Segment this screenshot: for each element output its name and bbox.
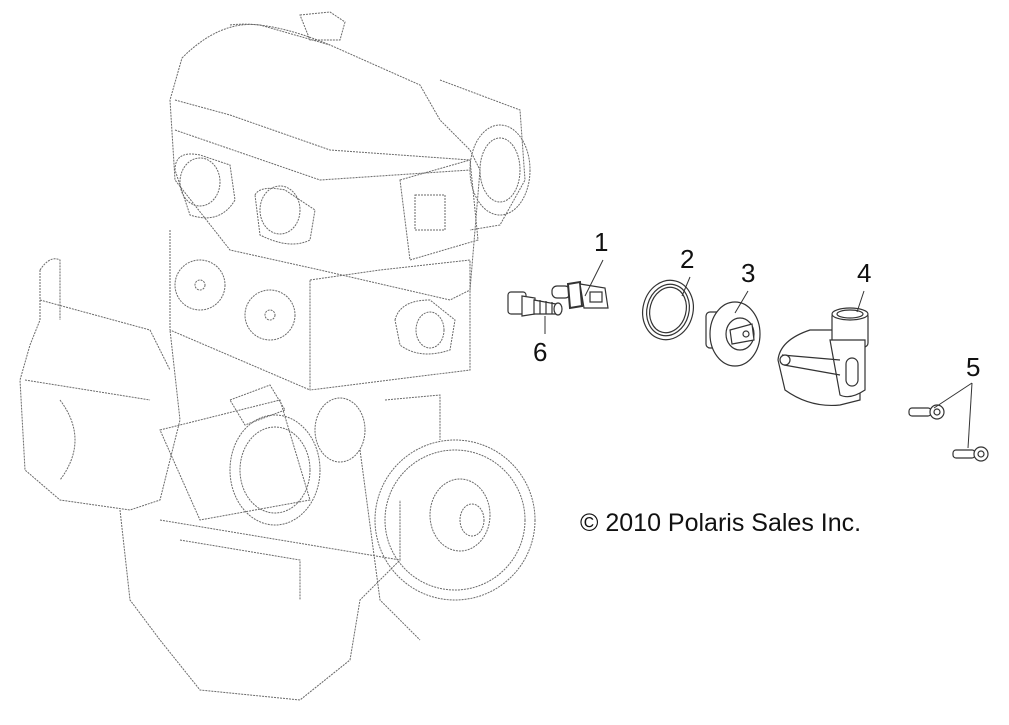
thermostat-housing-part — [777, 307, 869, 407]
callout-1: 1 — [594, 227, 609, 257]
hose-fitting-part — [507, 291, 563, 317]
callout-2: 2 — [680, 244, 695, 274]
copyright-notice: © 2010 Polaris Sales Inc. — [580, 509, 862, 537]
callout-5: 5 — [966, 352, 981, 382]
thermostat-part — [705, 301, 761, 367]
o-ring-part — [642, 279, 694, 341]
temperature-sensor-part — [551, 280, 609, 310]
callout-6: 6 — [533, 337, 548, 367]
callout-4: 4 — [857, 258, 872, 288]
flange-bolts-part — [908, 404, 989, 462]
callout-3: 3 — [741, 258, 756, 288]
